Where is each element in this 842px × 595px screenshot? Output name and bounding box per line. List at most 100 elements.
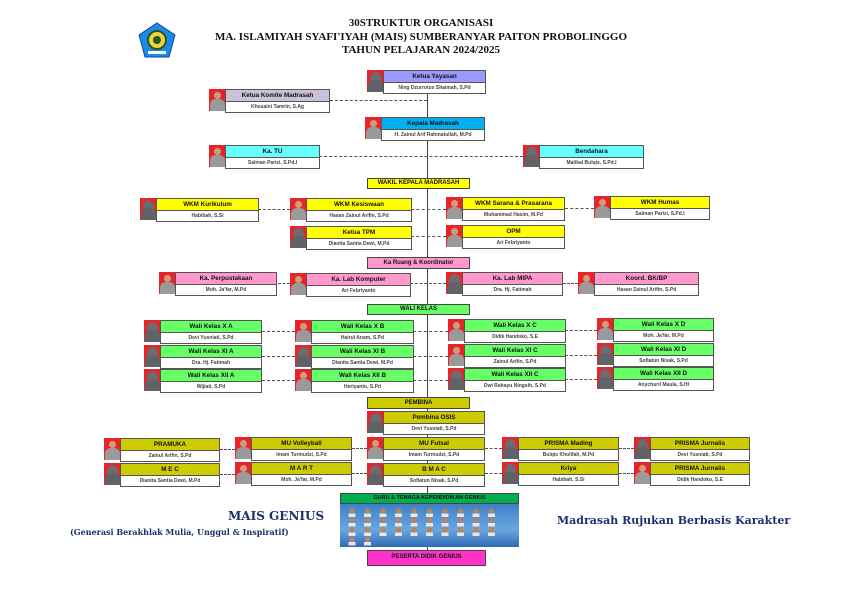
dashed-connector [413,380,448,381]
bendahara-photo [523,145,539,167]
dashed-connector [278,283,290,284]
position-title: PRISMA Jurnalis [651,463,749,475]
wali-kelas-header: WALI KELAS [367,304,470,315]
person-name: Dra. Hj. Fatimah [191,360,231,366]
person-name: Ari Febriyanto [496,240,531,246]
teacher-face [473,508,479,514]
teacher-face [426,508,433,514]
main-connector-line [427,91,428,551]
position-title: Wali Kelas XI D [614,344,713,356]
teacher-face [364,536,371,543]
dashed-connector [411,236,446,237]
teacher-face [411,517,417,524]
teacher-face [380,527,386,533]
peserta-header: PESERTA DIDIK GENIUS [367,550,486,566]
position-title: M E C [121,464,219,476]
position-title: PRISMA Jurnalis [651,438,749,450]
person-name: Khusaini Tamrin, S.Ag [251,104,304,110]
dashed-connector [262,380,295,381]
xib-photo [295,345,311,367]
komite-photo [209,89,225,111]
position-title: Ketua Komite Madrasah [226,90,329,102]
teacher-face [411,527,417,533]
position-title: Wali Kelas XII B [312,370,413,382]
person-name: Malikal Bulqis, S.Pd.I [566,160,617,166]
person-name: Anychuril Maula, S.HI [637,382,690,388]
person-name: Moh. Ja'far, M.Pd [205,287,247,293]
dashed-connector [565,379,597,380]
dashed-connector [262,356,295,357]
dashed-connector [485,448,502,449]
position-title: Ketua TPM [307,227,411,239]
person-name: Sofiatun Nisak, S.Pd [639,358,688,364]
xic-photo [448,344,464,366]
position-title: WKM Kurikulum [157,199,258,211]
xiid-photo [597,367,613,389]
position-title: PRISMA Mading [519,438,618,450]
dashed-connector [352,473,367,474]
opm-photo [446,225,462,247]
xid-photo [597,343,613,365]
kriya-photo [502,462,518,484]
teacher-face [364,517,371,524]
xia-photo [144,345,160,367]
mading-photo [502,437,518,459]
bkbp-photo [578,272,594,294]
teacher-face [426,517,433,524]
position-title: Wali Kelas XI C [465,345,565,357]
teacher-face [349,536,355,543]
teacher-face [442,508,448,514]
humas-photo [594,196,610,218]
teacher-face [442,517,448,524]
xid-position-box: Wali Kelas XI D Sofiatun Nisak, S.Pd [613,343,714,367]
position-title: Wali Kelas XII A [161,370,261,382]
pembina-header: PEMBINA [367,397,470,409]
person-name: Imam Turmudzi, S.Pd [276,452,327,458]
xiic-photo [448,368,464,390]
xd-photo [597,318,613,340]
person-name: Habibah, S.Si [191,213,224,219]
mais-genius-text: MAIS GENIUS [228,509,325,523]
teacher-face [395,527,402,533]
position-title: Kriya [519,463,618,475]
dashed-connector [330,100,427,101]
position-title: Bendahara [540,146,643,158]
person-name: Ning Dzurrotus Shaimah, S.Pd [398,85,471,91]
xiib-photo [295,369,311,391]
teacher-face [349,508,355,514]
mec-photo [104,463,120,485]
teacher-face [349,517,355,524]
osis-photo [367,411,383,433]
dashed-connector [413,356,448,357]
teacher-face [411,508,417,514]
tagline-text: (Generasi Berakhlak Mulia, Unggul & Insp… [70,527,289,537]
position-title: PRAMUKA [121,439,219,451]
dashed-connector [352,448,367,449]
dashed-connector [565,355,597,356]
teacher-face [380,508,386,514]
dashed-connector [220,449,235,450]
person-name: Zainul Arifin, S.Pd [493,359,537,365]
dashed-connector [258,209,290,210]
tpm-photo [290,226,306,248]
xic-position-box: Wali Kelas XI C Zainul Arifin, S.Pd [464,344,566,368]
